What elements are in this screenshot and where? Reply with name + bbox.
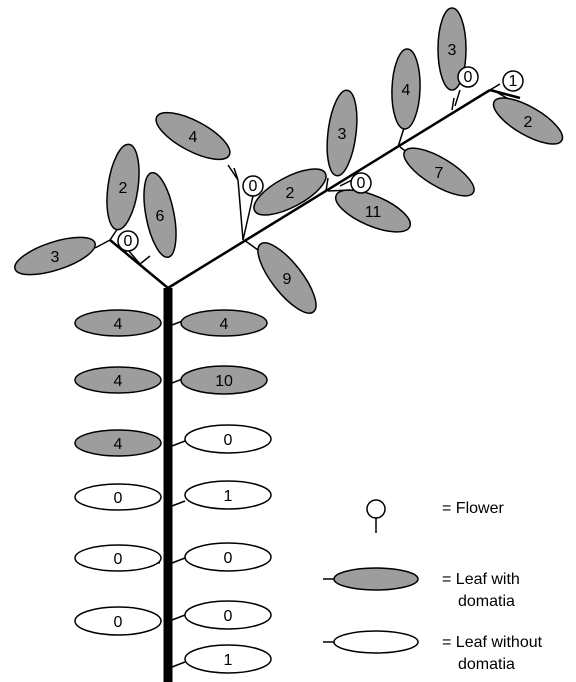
leaf-with-domatia: 4	[150, 104, 236, 169]
flower: 0	[458, 67, 478, 87]
flower-count: 1	[509, 73, 518, 90]
leaf-count: 2	[524, 114, 533, 131]
leaf-with-domatia: 7	[398, 139, 481, 204]
flower: 0	[243, 176, 263, 196]
flower-count: 0	[464, 69, 473, 86]
leaf-with-domatia: 4	[181, 310, 267, 336]
leaf-count: 2	[286, 185, 295, 202]
leaf-with-domatia: 4	[75, 430, 161, 456]
legend-leaf-without-label-1: = Leaf without	[442, 634, 543, 651]
leaf-count: 4	[114, 316, 123, 333]
leaf-with-domatia: 4	[75, 310, 161, 336]
leaf-with-domatia: 3	[11, 230, 100, 283]
leaf-without-domatia: 1	[185, 645, 271, 673]
leaf-with-domatia: 6	[138, 170, 182, 260]
leaf-without-domatia: 0	[75, 484, 161, 510]
leaf-with-domatia: 4	[391, 49, 422, 130]
flower: 0	[118, 231, 138, 251]
legend-leaf-without-domatia-icon	[323, 631, 418, 653]
leaf-count: 1	[224, 488, 233, 505]
leaf-with-domatia: 3	[323, 89, 361, 178]
leaf-count: 7	[435, 165, 444, 182]
legend-leaf-without-label-2: domatia	[458, 656, 515, 673]
leaf-count: 3	[448, 42, 457, 59]
leaf-without-domatia: 0	[75, 545, 161, 571]
legend-leaf-with-domatia-icon	[323, 568, 418, 590]
legend-flower-icon	[367, 500, 385, 533]
leaf-count: 4	[402, 82, 411, 99]
flowers: 0 0 0 0 1	[118, 67, 523, 251]
leaf-with-domatia: 2	[487, 89, 569, 152]
leaf-count: 0	[224, 608, 233, 625]
leaf-count: 3	[338, 126, 347, 143]
leaf-count: 0	[114, 614, 123, 631]
leaf-count: 1	[224, 652, 233, 669]
leaf-count: 4	[189, 129, 198, 146]
leaf-with-domatia: 9	[249, 235, 326, 321]
leaf-count: 6	[156, 208, 165, 225]
flower: 1	[503, 71, 523, 91]
flower-count: 0	[249, 178, 258, 195]
flower-count: 0	[124, 233, 133, 250]
leaf-count: 4	[114, 436, 123, 453]
leaf-without-domatia: 0	[75, 607, 161, 635]
leaf-without-domatia: 0	[185, 425, 271, 453]
leaf-count: 0	[114, 490, 123, 507]
flower-count: 0	[357, 175, 366, 192]
leaf-count: 2	[119, 180, 128, 197]
leaf-without-domatia: 1	[185, 481, 271, 509]
leaf-count: 10	[215, 373, 233, 390]
leaf-with-domatia: 2	[102, 142, 144, 231]
leaf-count: 4	[114, 373, 123, 390]
leaf-count: 11	[365, 204, 382, 221]
legend-leaf-with-label-2: domatia	[458, 593, 515, 610]
leaf-with-domatia: 11	[330, 182, 415, 241]
leaf-count: 0	[224, 432, 233, 449]
legend-leaf-with-label-1: = Leaf with	[442, 571, 520, 588]
leaf-count: 0	[224, 550, 233, 567]
leaf-without-domatia: 0	[185, 543, 271, 571]
leaf-count: 0	[114, 551, 123, 568]
leaf-count: 9	[283, 271, 292, 288]
legend: = Flower = Leaf with domatia = Leaf with…	[323, 500, 543, 673]
leaf-with-domatia: 4	[75, 367, 161, 393]
leaf-without-domatia: 0	[185, 601, 271, 629]
leaf-with-domatia: 10	[181, 366, 267, 394]
leaf-count: 4	[220, 316, 229, 333]
flower: 0	[351, 173, 371, 193]
leaf-count: 3	[51, 249, 60, 266]
legend-flower-label: = Flower	[442, 500, 504, 517]
